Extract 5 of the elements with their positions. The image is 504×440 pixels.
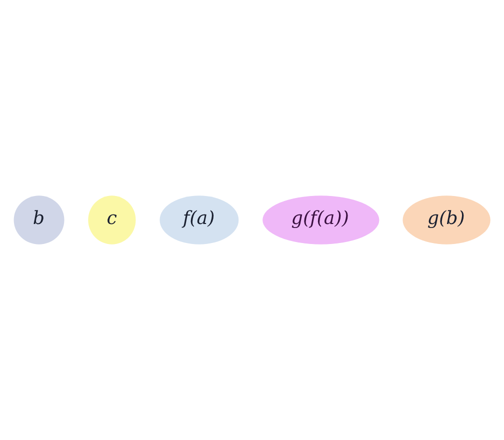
node-ellipse: g(b) — [402, 196, 490, 244]
node-circle: b — [14, 196, 64, 244]
node-ellipse: g(f(a)) — [262, 196, 380, 244]
node-circle: c — [88, 196, 136, 244]
node-ellipse: f(a) — [160, 196, 239, 244]
